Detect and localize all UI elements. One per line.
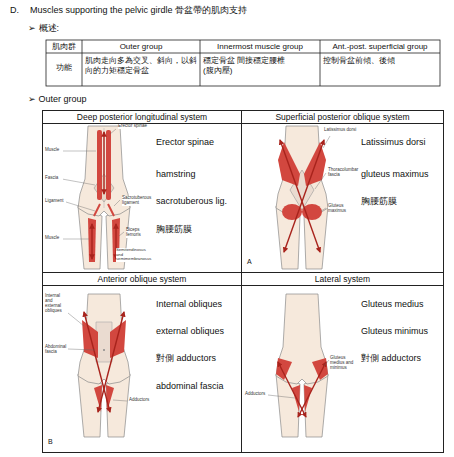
muscle-item: hamstring [156, 169, 239, 180]
muscle-item: 對側 adductors [361, 353, 441, 364]
table-header: Innermost muscle group [200, 42, 320, 52]
muscle-item: sacrotuberous lig. [156, 196, 239, 207]
muscle-item: Gluteus medius [361, 299, 441, 310]
figure-label: Internal and external obliques [45, 294, 67, 314]
section-heading: ➢ 概述: [28, 23, 59, 34]
section-title: Muscles supporting the pelvic girdle 骨盆帶… [30, 5, 247, 16]
system-panel: Deep posterior longitudinal systemErecto… [42, 110, 242, 273]
figure-label: Abdominal fascia [45, 345, 67, 355]
figure-label: Ligament [45, 199, 66, 204]
system-panel: Superficial posterior oblique systemLati… [241, 110, 444, 273]
figure-label: Erector spinae [118, 124, 148, 129]
figure-label: Sacrotuberous ligament [122, 196, 150, 206]
muscle-item: 對側 adductors [156, 353, 239, 364]
table-grid [46, 40, 440, 86]
figure-letter: B [48, 438, 53, 447]
figure-label: Thoracolumbar fascia [328, 168, 359, 178]
figure-label: Semitendinosus and semimembranosus [116, 248, 151, 262]
figure-letter: A [247, 258, 252, 267]
figure-label: Fascia [45, 176, 63, 181]
table-header: Outer group [82, 42, 200, 52]
figure-label: Biceps femoris [126, 228, 150, 238]
leader-lines [62, 129, 124, 239]
table-cell: 功能 [46, 63, 82, 73]
leader-lines [68, 313, 127, 401]
muscle-item: gluteus maximus [361, 169, 441, 180]
figure-label: Muscle [45, 148, 63, 153]
back-view-figure [276, 126, 328, 269]
muscle-item: Internal obliques [156, 299, 239, 310]
panel-heading: Lateral system [242, 273, 443, 286]
section-letter: D. [10, 5, 19, 16]
system-panel: Lateral systemGluteus mediusGluteus mini… [241, 272, 444, 453]
panel-heading: Superficial posterior oblique system [242, 111, 443, 124]
figure-label: Gluteus maximus [328, 204, 359, 214]
table-header: Ant.-post. superficial group [320, 42, 440, 52]
system-panel: Anterior oblique systemInternal obliques… [42, 272, 242, 453]
muscle-item: 胸腰筋膜 [361, 196, 441, 207]
muscle-item: 胸腰筋膜 [156, 224, 239, 235]
figure-label: Latissimus dorsi [324, 128, 358, 133]
section-heading: ➢ Outer group [28, 94, 87, 105]
muscle-item: external obliques [156, 326, 239, 337]
panel-heading: Anterior oblique system [43, 273, 241, 286]
front-view-figure [78, 294, 130, 437]
figure-label: Muscle [45, 236, 63, 241]
table-cell: 肌肉走向多為交叉、斜向，以斜向的力矩穩定骨盆 [85, 56, 198, 76]
leader-lines [268, 360, 329, 398]
panel-heading: Deep posterior longitudinal system [43, 111, 241, 124]
muscle-item: abdominal fascia [156, 381, 239, 392]
table-header: 肌肉群 [46, 42, 82, 52]
table-cell: 控制骨盆前傾、後傾 [323, 56, 437, 66]
muscle-item: Latissimus dorsi [361, 137, 441, 148]
figure-label: Adductors [245, 392, 267, 397]
muscle-item: Erector spinae [156, 137, 239, 148]
front-view-figure [276, 294, 328, 437]
figure-label: Gluteus medius and minimus [330, 356, 358, 371]
table-cell: 穩定骨盆 間接穩定腰椎(腹內壓) [203, 56, 295, 76]
figure-label: Adductors [129, 398, 153, 403]
muscle-item: Gluteus minimus [361, 326, 441, 337]
